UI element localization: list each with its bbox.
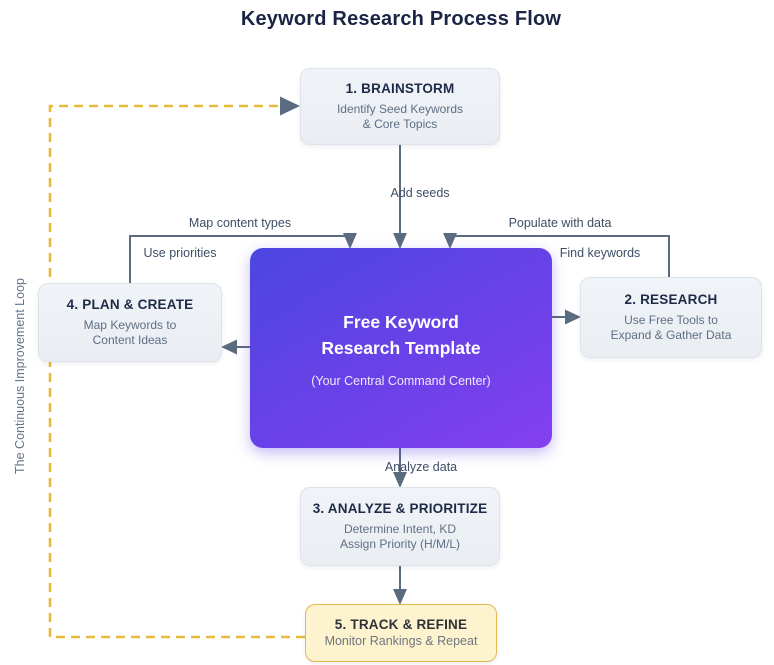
node-analyze: 3. ANALYZE & PRIORITIZE Determine Intent… [300,487,500,566]
node-research-title: 2. RESEARCH [624,292,718,307]
diagram-title: Keyword Research Process Flow [240,8,562,30]
node-track: 5. TRACK & REFINE Monitor Rankings & Rep… [305,604,497,662]
node-plan: 4. PLAN & CREATE Map Keywords to Content… [38,283,222,362]
template-subtitle: (Your Central Command Center) [311,373,491,388]
template-title-line1: Free Keyword [343,311,459,332]
node-brainstorm-desc-line1: Identify Seed Keywords [336,102,464,116]
arrowhead-research-left [565,309,581,325]
edge-plan-template [129,235,350,283]
node-research-desc-line1: Use Free Tools to [624,313,718,327]
arrowhead-analyze-top [393,472,407,488]
node-brainstorm-desc: Identify Seed Keywords & Core Topics [337,102,463,132]
loop-label: The Continuous Improvement Loop [13,278,27,474]
node-research-desc: Use Free Tools to Expand & Gather Data [611,313,732,343]
edge-label-analyze-data: Analyze data [384,460,458,474]
node-analyze-desc: Determine Intent, KD Assign Priority (H/… [340,522,460,552]
arrowhead-track-top [393,589,407,605]
node-track-desc: Monitor Rankings & Repeat [325,634,478,649]
node-analyze-title: 3. ANALYZE & PRIORITIZE [312,501,488,516]
node-research: 2. RESEARCH Use Free Tools to Expand & G… [580,277,762,358]
edge-label-use-priorities: Use priorities [143,246,217,260]
template-title-line2: Research Template [321,337,481,358]
node-analyze-desc-line1: Determine Intent, KD [343,522,457,536]
edge-label-find-keywords: Find keywords [559,246,641,260]
loop-arrowhead-brainstorm [280,96,300,116]
node-brainstorm-desc-line2: & Core Topics [362,117,438,131]
node-plan-desc-line1: Map Keywords to [83,318,177,332]
node-plan-title: 4. PLAN & CREATE [66,297,194,312]
loop-edge-track-to-brainstorm [48,104,305,639]
arrowhead-template-top-center [393,233,407,249]
node-track-desc-line1: Monitor Rankings & Repeat [324,634,478,648]
node-analyze-desc-line2: Assign Priority (H/M/L) [339,537,461,551]
edge-research-template [450,235,670,277]
arrowhead-template-top-right [443,233,457,249]
node-brainstorm: 1. BRAINSTORM Identify Seed Keywords & C… [300,68,500,145]
edge-label-map-content-types: Map content types [188,216,292,230]
edge-label-populate-with-data: Populate with data [508,216,612,230]
arrowhead-template-top-left [343,233,357,249]
arrowhead-plan-right [221,339,237,355]
node-plan-desc-line2: Content Ideas [92,333,168,347]
edge-label-add-seeds: Add seeds [390,186,450,200]
template-title: Free Keyword Research Template [321,309,480,361]
node-research-desc-line2: Expand & Gather Data [610,328,732,342]
node-plan-desc: Map Keywords to Content Ideas [84,318,177,348]
node-template-center: Free Keyword Research Template (Your Cen… [250,248,552,448]
node-brainstorm-title: 1. BRAINSTORM [345,81,455,96]
node-track-title: 5. TRACK & REFINE [334,617,468,632]
